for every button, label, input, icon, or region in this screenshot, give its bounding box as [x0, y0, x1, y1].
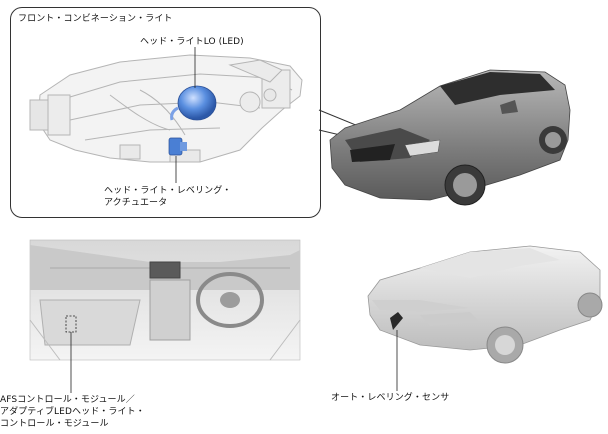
car-front-view [329, 69, 571, 206]
headlight-leveling-actuator [168, 137, 187, 156]
auto-leveling-sensor-location [390, 312, 403, 330]
label-afs-module-2: アダプティブLEDヘッド・ライト・ [0, 407, 145, 417]
headlamp-assembly-illustration [29, 54, 303, 163]
label-leveling-actuator-1: ヘッド・ライト・レベリング・ [104, 186, 232, 196]
afs-module-location [65, 315, 77, 333]
label-auto-leveling-sensor: オート・レベリング・センサ [331, 393, 450, 403]
label-leveling-actuator-2: アクチュエータ [104, 198, 168, 208]
label-headlight-lo: ヘッド・ライトLO (LED) [140, 37, 244, 47]
label-afs-module-1: AFSコントロール・モジュール／ [0, 395, 135, 405]
label-front-combination-light: フロント・コンビネーション・ライト [18, 14, 173, 24]
interior-dashboard-view [29, 239, 301, 361]
label-afs-module-3: コントロール・モジュール [0, 419, 109, 429]
headlight-lo-led-unit [170, 85, 217, 121]
car-rear-view [367, 245, 603, 364]
